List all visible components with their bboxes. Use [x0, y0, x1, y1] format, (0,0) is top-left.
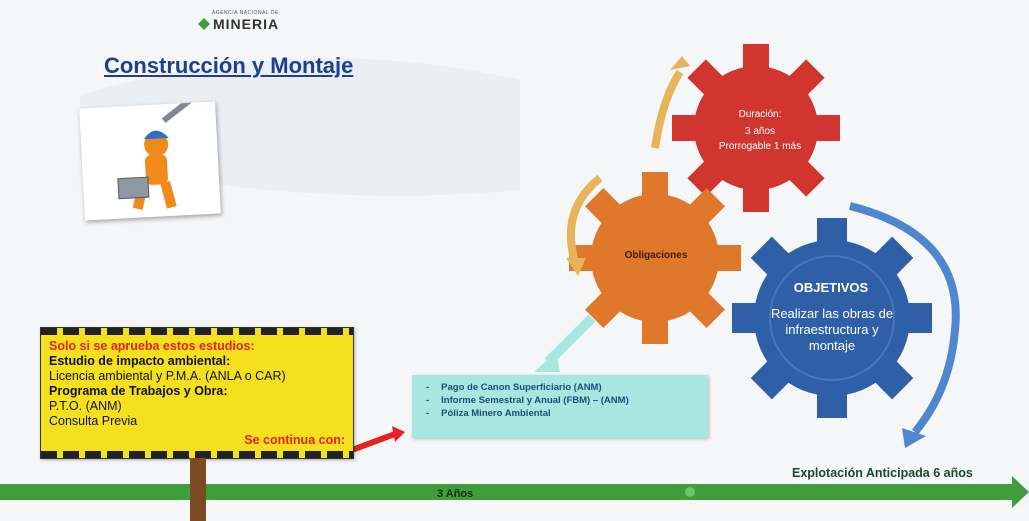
curved-arrow-left [566, 174, 603, 264]
timeline-years-label: 3 Años [437, 488, 474, 500]
warning-study-title: Estudio de impacto ambiental: [49, 354, 231, 368]
logo-agency-label: AGENCIA NACIONAL DE [212, 10, 279, 16]
curved-arrow-right-head [902, 428, 926, 448]
duration-title: Duración: [738, 109, 782, 120]
objectives-gear [732, 218, 932, 418]
teal-arrow-head [534, 352, 560, 372]
duration-extension: Prorrogable 1 más [718, 141, 802, 152]
worker-figure-icon [117, 93, 197, 210]
logo-diamond-icon [198, 18, 210, 30]
objectives-title: OBJETIVOS [793, 280, 869, 295]
curved-arrow-top [651, 69, 684, 149]
obligations-label: Obligaciones [624, 250, 688, 261]
obligation-item: Pago de Canon Superficiario (ANM) [426, 381, 708, 394]
obligation-item: Póliza Minero Ambiental [426, 407, 708, 420]
timeline-label: Explotación Anticipada 6 años [792, 466, 973, 480]
timeline-arrowhead [1012, 476, 1029, 508]
timeline-marker [685, 487, 695, 497]
warning-stripe-top [41, 328, 353, 335]
warning-consultation: Consulta Previa [49, 414, 138, 428]
duration-years: 3 años [744, 126, 776, 137]
worker-illustration [79, 93, 221, 221]
warning-sign: Solo si se aprueba estos estudios: Estud… [40, 327, 354, 459]
warning-program-detail: P.T.O. (ANM) [49, 399, 122, 413]
sign-post [190, 458, 206, 521]
curved-arrow-left-head [566, 258, 586, 276]
timeline-bar [0, 484, 1015, 500]
curved-arrow-right [849, 202, 960, 435]
warning-continue: Se continua con: [244, 433, 345, 447]
logo: AGENCIA NACIONAL DE MINERIA [198, 10, 279, 32]
warning-program-title: Programa de Trabajos y Obra: [49, 384, 228, 398]
red-arrow-head [392, 426, 405, 442]
logo-brand: MINERIA [213, 16, 280, 32]
obligation-item: Informe Semestral y Anual (FBM) – (ANM) [426, 394, 708, 407]
warning-study-detail: Licencia ambiental y P.M.A. (ANLA o CAR) [49, 369, 286, 383]
page-title: Construcción y Montaje [104, 53, 354, 78]
warning-heading: Solo si se aprueba estos estudios: [49, 339, 255, 353]
curved-arrow-top-head [670, 56, 690, 70]
objectives-description: Realizar las obras de infraestructura y … [770, 306, 894, 353]
red-arrow [350, 431, 397, 453]
warning-stripe-bottom [41, 451, 353, 458]
obligations-list-box: Pago de Canon Superficiario (ANM) Inform… [412, 375, 708, 438]
